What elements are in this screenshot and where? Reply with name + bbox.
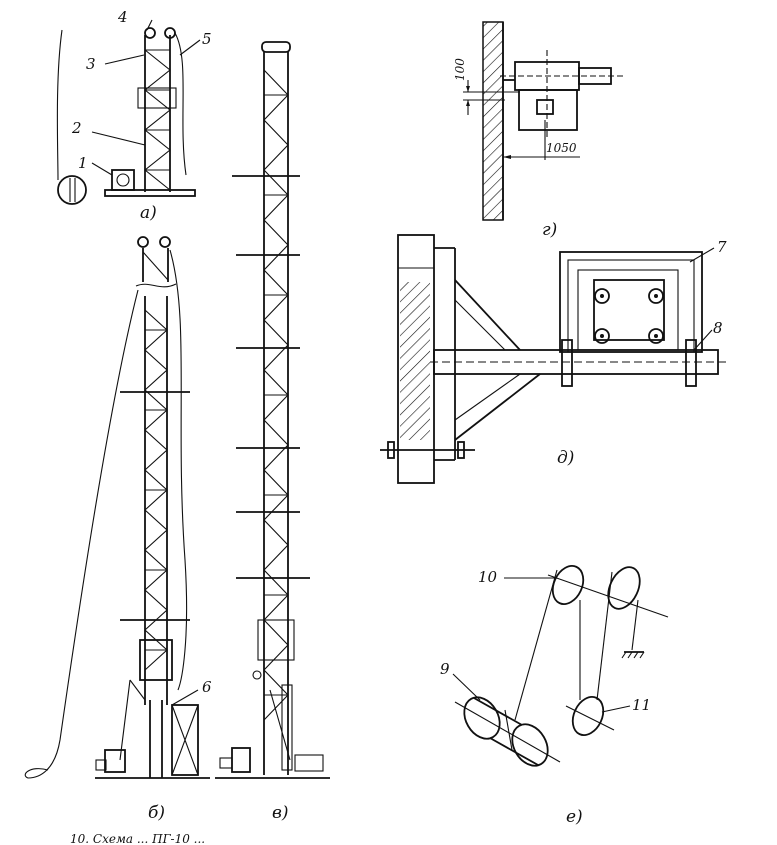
figure-a-winch [111, 169, 135, 191]
figure-v-platform [294, 754, 324, 772]
caption-b: б) [148, 803, 165, 823]
figure-v-winch [231, 747, 251, 773]
figure-d-strut [454, 279, 521, 351]
figure-v-wall-brackets [232, 175, 310, 579]
figure-b-rope [169, 249, 188, 691]
figure-a-rope [174, 32, 187, 176]
figure-a-small-hoist: 4 3 5 2 1 а) [56, 8, 212, 223]
figure-e-pulley-top [607, 566, 641, 610]
figure-e-pulley-11 [571, 696, 605, 736]
label-9: 9 [440, 660, 450, 678]
label-6: 6 [202, 678, 212, 696]
figure-b-cable [24, 289, 139, 779]
figure-e-pulley-10 [551, 565, 585, 605]
footer-caption: 10. Схема ... ПГ-10 ... [70, 832, 205, 845]
figure-a-cable [56, 29, 63, 181]
caption-g: г) [542, 220, 557, 240]
label-10: 10 [478, 568, 498, 586]
figure-a-cable-coil [57, 175, 87, 205]
figure-a-base [104, 189, 196, 197]
figure-d-clamp-right [685, 339, 697, 387]
label-8: 8 [713, 319, 723, 337]
figure-b-tall-hoist: 6 б) [24, 236, 212, 823]
label-11: 11 [632, 696, 651, 714]
label-2: 2 [71, 119, 82, 137]
label-3: 3 [86, 55, 96, 73]
figure-d-frame [559, 251, 703, 353]
figure-a-pulley-left [144, 27, 156, 39]
label-7: 7 [717, 238, 727, 256]
caption-v: в) [272, 803, 289, 823]
caption-d: д) [557, 448, 574, 468]
figure-b-mast [120, 296, 190, 705]
figure-e-rope [514, 569, 558, 721]
figure-g-drum-housing [518, 89, 578, 131]
dimension-100: 100 [453, 58, 467, 81]
caption-a: а) [140, 203, 157, 223]
figure-g-wall [482, 21, 504, 221]
figure-a-tower [137, 35, 177, 192]
figure-b-counterweight [171, 704, 199, 776]
caption-e: е) [566, 807, 583, 827]
figure-b-cage [139, 639, 173, 681]
figure-v-full-mast: в) [215, 41, 330, 823]
figure-d-clamp-left [561, 339, 573, 387]
figure-g-wall-detail: 100 1050 г) [453, 21, 625, 240]
figure-e-drum [454, 696, 561, 767]
figure-e-rope-scheme: 10 9 11 е) [440, 565, 669, 827]
figure-v-mast [263, 52, 289, 775]
label-5: 5 [202, 30, 212, 48]
figure-d-bracket-plan: 7 8 д) [380, 234, 730, 484]
label-1: 1 [78, 154, 88, 172]
label-4: 4 [117, 8, 128, 26]
dimension-1050: 1050 [546, 141, 577, 155]
figure-b-winch [104, 749, 126, 773]
figure-b-break-mark [135, 283, 177, 288]
figure-d-winch-plate [593, 279, 665, 341]
